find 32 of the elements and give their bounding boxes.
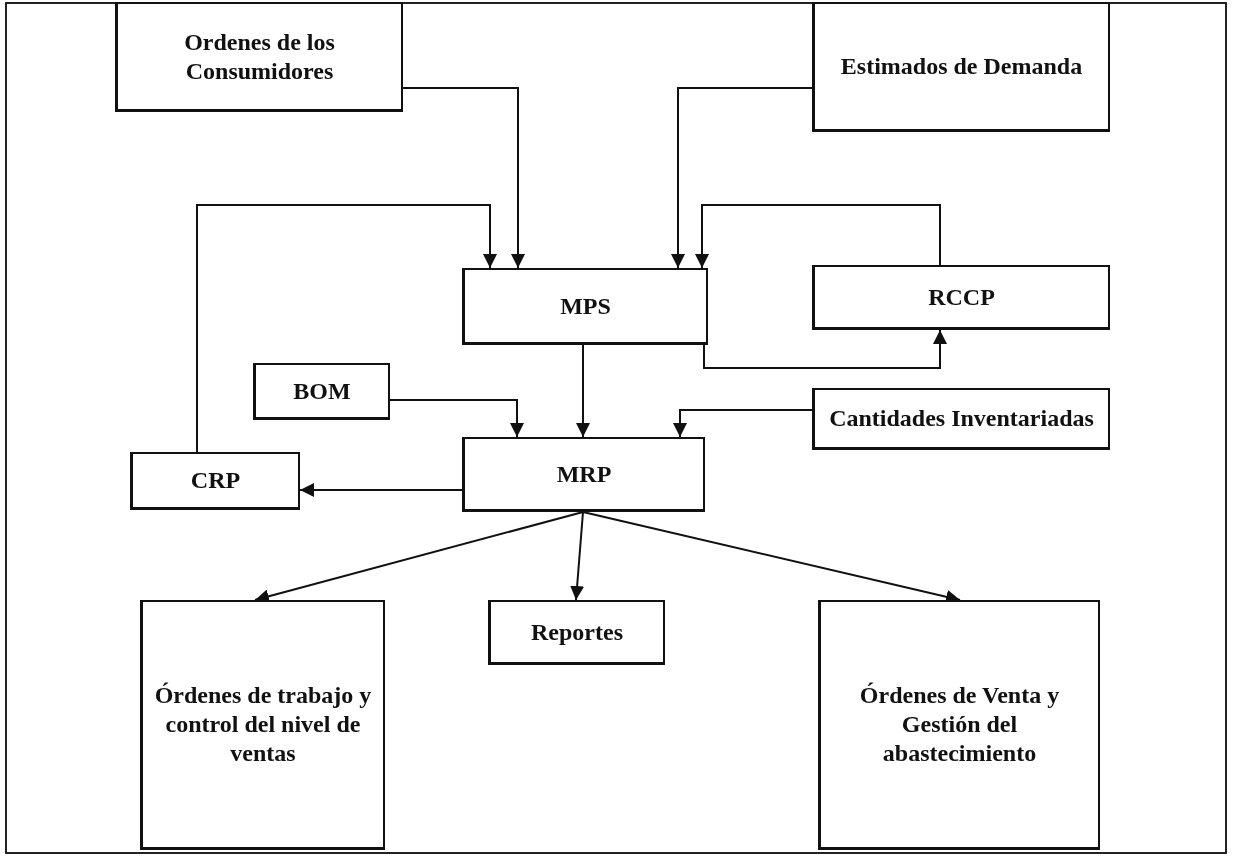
- box-label: Estimados de Demanda: [840, 52, 1083, 81]
- box-label: Órdenes de Venta y Gestión del abastecimiento: [858, 681, 1061, 768]
- process-box: [812, 265, 1110, 330]
- process-box: [488, 600, 665, 665]
- arrow: [703, 329, 947, 369]
- process-box: [253, 363, 390, 420]
- box-label: Cantidades Inventariadas: [829, 404, 1094, 433]
- arrow: [389, 399, 524, 438]
- process-box: [812, 2, 1110, 132]
- arrow: [673, 409, 813, 438]
- arrow: [402, 87, 525, 269]
- box-label: Ordenes de los Consumidores: [183, 27, 336, 86]
- arrow: [196, 204, 497, 453]
- arrow: [570, 511, 585, 601]
- box-label: RCCP: [928, 282, 995, 312]
- arrow: [671, 87, 813, 269]
- box-label: MPS: [560, 291, 611, 321]
- arrow: [695, 204, 941, 269]
- box-label: CRP: [190, 466, 241, 495]
- process-box: [818, 600, 1100, 850]
- process-box: [140, 600, 385, 850]
- box-label: Órdenes de trabajo y control del nivel de ventas: [153, 681, 373, 768]
- process-box: [130, 452, 300, 510]
- box-label: BOM: [293, 376, 351, 406]
- arrow: [299, 483, 463, 497]
- process-box: [115, 2, 403, 112]
- process-box: [462, 437, 705, 512]
- process-box: [462, 268, 708, 345]
- box-label: Reportes: [531, 617, 623, 647]
- process-box: [812, 388, 1110, 450]
- arrow: [576, 344, 590, 438]
- box-label: MRP: [556, 459, 612, 489]
